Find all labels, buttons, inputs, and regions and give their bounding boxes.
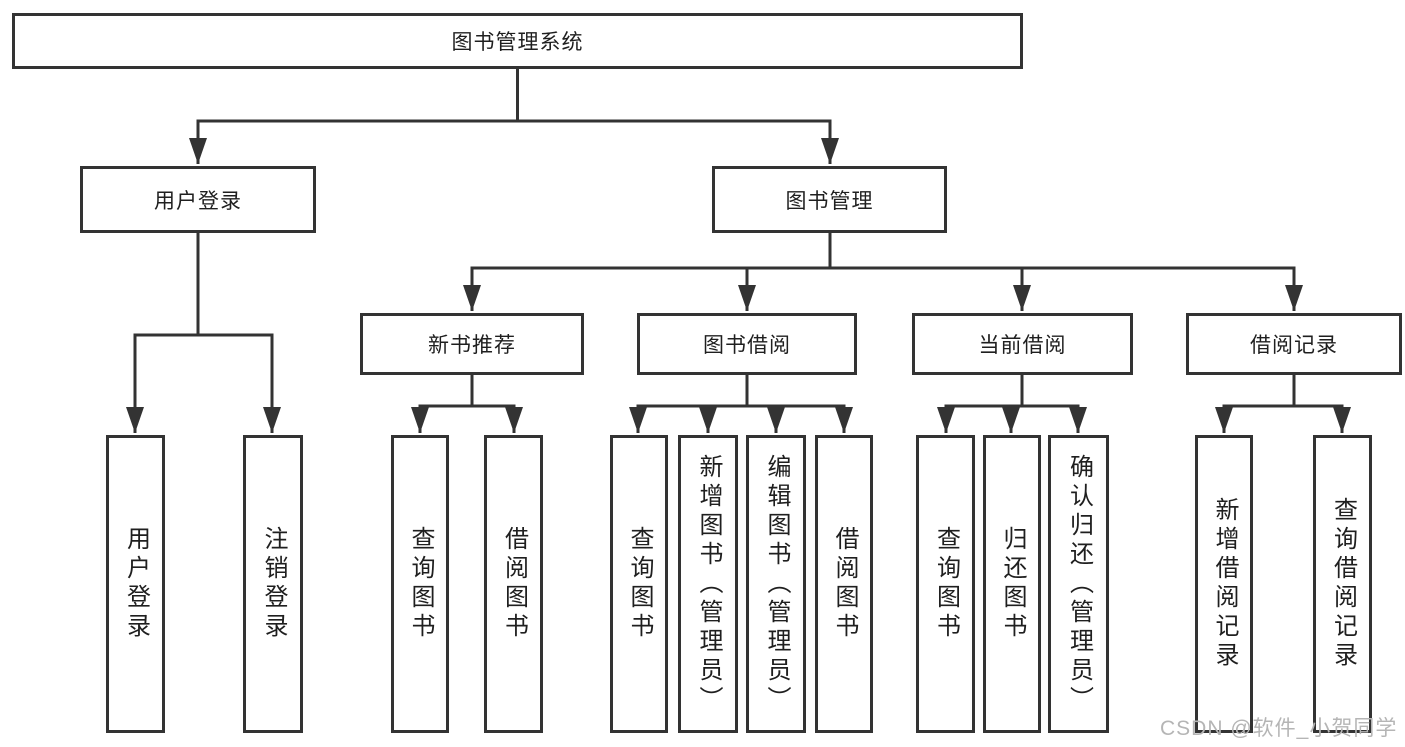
connector-book-borrow-branch <box>629 375 853 433</box>
node-label: 当前借阅 <box>978 334 1067 357</box>
node-label: 图书管理系统 <box>451 31 584 54</box>
node-label: 注销登录 <box>260 526 287 642</box>
leaf-edit-books-admin: 编辑图书（管理员） <box>746 435 806 733</box>
node-label: 借阅记录 <box>1250 334 1338 357</box>
connector-root-to-level2 <box>189 69 839 164</box>
node-label: 查询借阅记录 <box>1329 497 1357 671</box>
node-label: 确认归还（管理员） <box>1065 453 1093 715</box>
connector-book-management-branch <box>463 233 1303 311</box>
leaf-borrow-books-recommend: 借阅图书 <box>484 435 543 733</box>
leaf-query-books-recommend: 查询图书 <box>391 435 449 733</box>
node-current-borrow: 当前借阅 <box>912 313 1133 375</box>
node-label: 图书借阅 <box>703 334 791 357</box>
connector-current-borrow-branch <box>937 375 1087 433</box>
node-label: 查询图书 <box>407 526 434 642</box>
node-label: 借阅图书 <box>500 526 528 642</box>
node-root-system: 图书管理系统 <box>12 13 1023 69</box>
node-label: 用户登录 <box>154 189 242 213</box>
leaf-add-books-admin: 新增图书（管理员） <box>678 435 738 733</box>
node-label: 用户登录 <box>122 526 150 642</box>
leaf-confirm-return-admin: 确认归还（管理员） <box>1048 435 1109 733</box>
connector-user-login-branch <box>126 233 281 433</box>
node-book-management: 图书管理 <box>712 166 947 233</box>
csdn-watermark: CSDN @软件_小贺同学 <box>1160 717 1398 740</box>
node-label: 编辑图书（管理员） <box>763 453 790 715</box>
node-label: 新增图书（管理员） <box>695 453 722 715</box>
connector-borrow-record-branch <box>1215 375 1351 433</box>
node-user-login: 用户登录 <box>80 166 316 233</box>
node-label: 归还图书 <box>999 526 1026 642</box>
leaf-return-books: 归还图书 <box>983 435 1041 733</box>
leaf-logout: 注销登录 <box>243 435 303 733</box>
leaf-query-books-current: 查询图书 <box>916 435 975 733</box>
leaf-add-borrow-record: 新增借阅记录 <box>1195 435 1253 733</box>
leaf-borrow-books: 借阅图书 <box>815 435 873 733</box>
node-label: 查询图书 <box>932 526 960 642</box>
connector-new-book-branch <box>411 375 523 433</box>
node-label: 查询图书 <box>626 526 653 642</box>
leaf-user-login: 用户登录 <box>106 435 165 733</box>
node-label: 借阅图书 <box>831 526 858 642</box>
node-label: 新增借阅记录 <box>1211 497 1238 671</box>
leaf-query-borrow-record: 查询借阅记录 <box>1313 435 1372 733</box>
node-label: 新书推荐 <box>428 334 516 357</box>
node-new-book-recommend: 新书推荐 <box>360 313 584 375</box>
node-borrow-record: 借阅记录 <box>1186 313 1402 375</box>
leaf-query-books-borrow: 查询图书 <box>610 435 668 733</box>
node-label: 图书管理 <box>785 189 874 213</box>
node-book-borrow: 图书借阅 <box>637 313 857 375</box>
